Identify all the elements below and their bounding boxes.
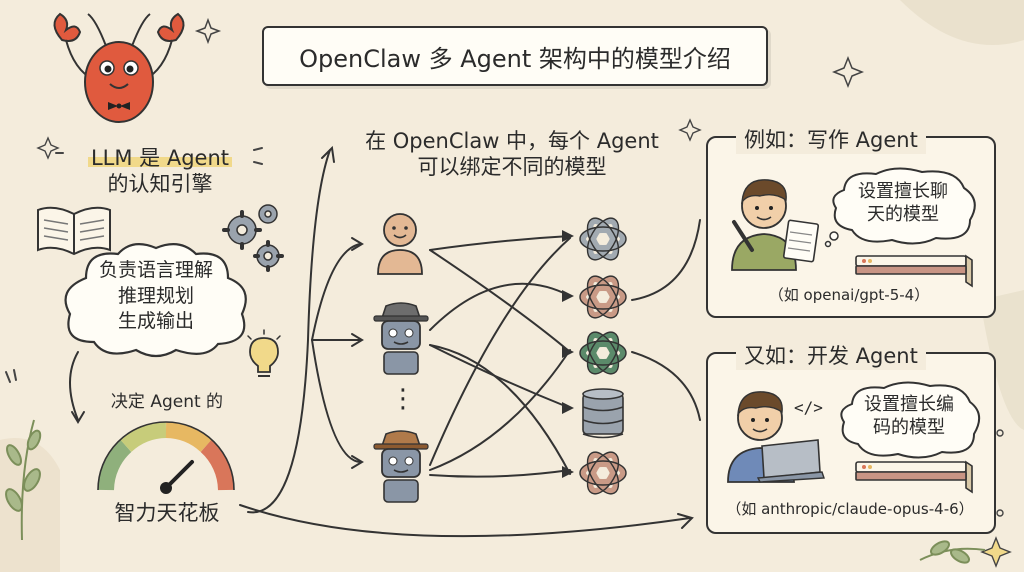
- writing-bubble-line1: 设置擅长聊: [858, 181, 948, 202]
- ability-reasoning: 推理规划: [117, 284, 194, 307]
- decides-label: 决定 Agent 的: [110, 392, 224, 412]
- lightbulb-icon: [247, 329, 281, 377]
- dev-bubble-line1: 设置擅长编: [864, 394, 954, 415]
- dev-bubble-text: 设置擅长编 码的模型: [842, 393, 976, 440]
- server-rack-icon: [855, 254, 973, 288]
- writing-bubble-text: 设置擅长聊 天的模型: [838, 180, 968, 227]
- code-symbol-icon: </>: [794, 398, 823, 417]
- sparkle-icon: [980, 536, 1012, 568]
- llm-heading: LLM 是 Agent 的认知引擎: [70, 145, 250, 198]
- sparkle-icon: [194, 17, 222, 45]
- binding-heading-line1: 在 OpenClaw 中，每个 Agent: [365, 129, 659, 153]
- lobster-mascot-icon: [53, 12, 185, 123]
- server-rack-icon-2: [855, 460, 973, 494]
- dev-bubble-line2: 码的模型: [873, 417, 945, 439]
- intelligence-gauge-icon: [97, 421, 235, 494]
- writing-agent-title: 例如：写作 Agent: [736, 124, 926, 154]
- open-book-icon: [37, 206, 111, 256]
- page-title: OpenClaw 多 Agent 架构中的模型介绍: [262, 26, 768, 86]
- dev-agent-title-text: 又如：开发 Agent: [744, 344, 918, 368]
- model-icon-pink-knot: [579, 275, 627, 319]
- model-icon-pink-knot-2: [579, 451, 627, 495]
- dev-agent-title: 又如：开发 Agent: [736, 340, 926, 370]
- gears-icon: [222, 204, 284, 272]
- writing-bubble-line2: 天的模型: [867, 204, 939, 226]
- writing-speech-bubble: [824, 167, 976, 248]
- writer-person-icon: [731, 179, 820, 271]
- model-icon-gray-knot: [579, 217, 627, 261]
- llm-heading-line1: LLM 是 Agent: [87, 146, 233, 170]
- binding-heading-line2: 可以绑定不同的模型: [417, 155, 607, 180]
- dev-speech-bubble: [840, 381, 981, 459]
- ability-generation: 生成输出: [117, 310, 194, 333]
- developer-person-icon: [727, 391, 825, 483]
- dev-model-name: （如 anthropic/claude-opus-4-6）: [726, 500, 974, 518]
- laptop-icon: [761, 439, 821, 479]
- page-title-text: OpenClaw 多 Agent 架构中的模型介绍: [299, 44, 731, 73]
- sparkle-icon: [36, 136, 60, 160]
- model-icon-green-knot: [579, 331, 627, 375]
- agent-robot-gray-hat-icon: [373, 302, 429, 375]
- bowtie-icon: [108, 102, 130, 110]
- sparkle-icon: [831, 55, 865, 89]
- agent-human-icon: [377, 213, 423, 275]
- agent-robot-brown-hat-icon: [373, 430, 429, 503]
- ability-cloud: 负责语言理解 推理规划 生成输出: [66, 258, 246, 335]
- ability-cloud-shape: [64, 243, 247, 358]
- agent-ellipsis: ⋮: [390, 384, 416, 414]
- binding-heading: 在 OpenClaw 中，每个 Agent 可以绑定不同的模型: [332, 128, 692, 181]
- gauge-label: 智力天花板: [114, 501, 220, 525]
- ability-language: 负责语言理解: [98, 259, 213, 281]
- model-icon-database: [582, 388, 624, 439]
- leaf-branch-icon: [919, 540, 986, 564]
- llm-heading-line2: 的认知引擎: [107, 172, 213, 197]
- writing-agent-title-text: 例如：写作 Agent: [744, 128, 918, 152]
- sparkle-icon: [678, 118, 702, 142]
- leaf-branch-icon: [5, 419, 42, 541]
- writing-model-name: （如 openai/gpt-5-4）: [768, 286, 930, 304]
